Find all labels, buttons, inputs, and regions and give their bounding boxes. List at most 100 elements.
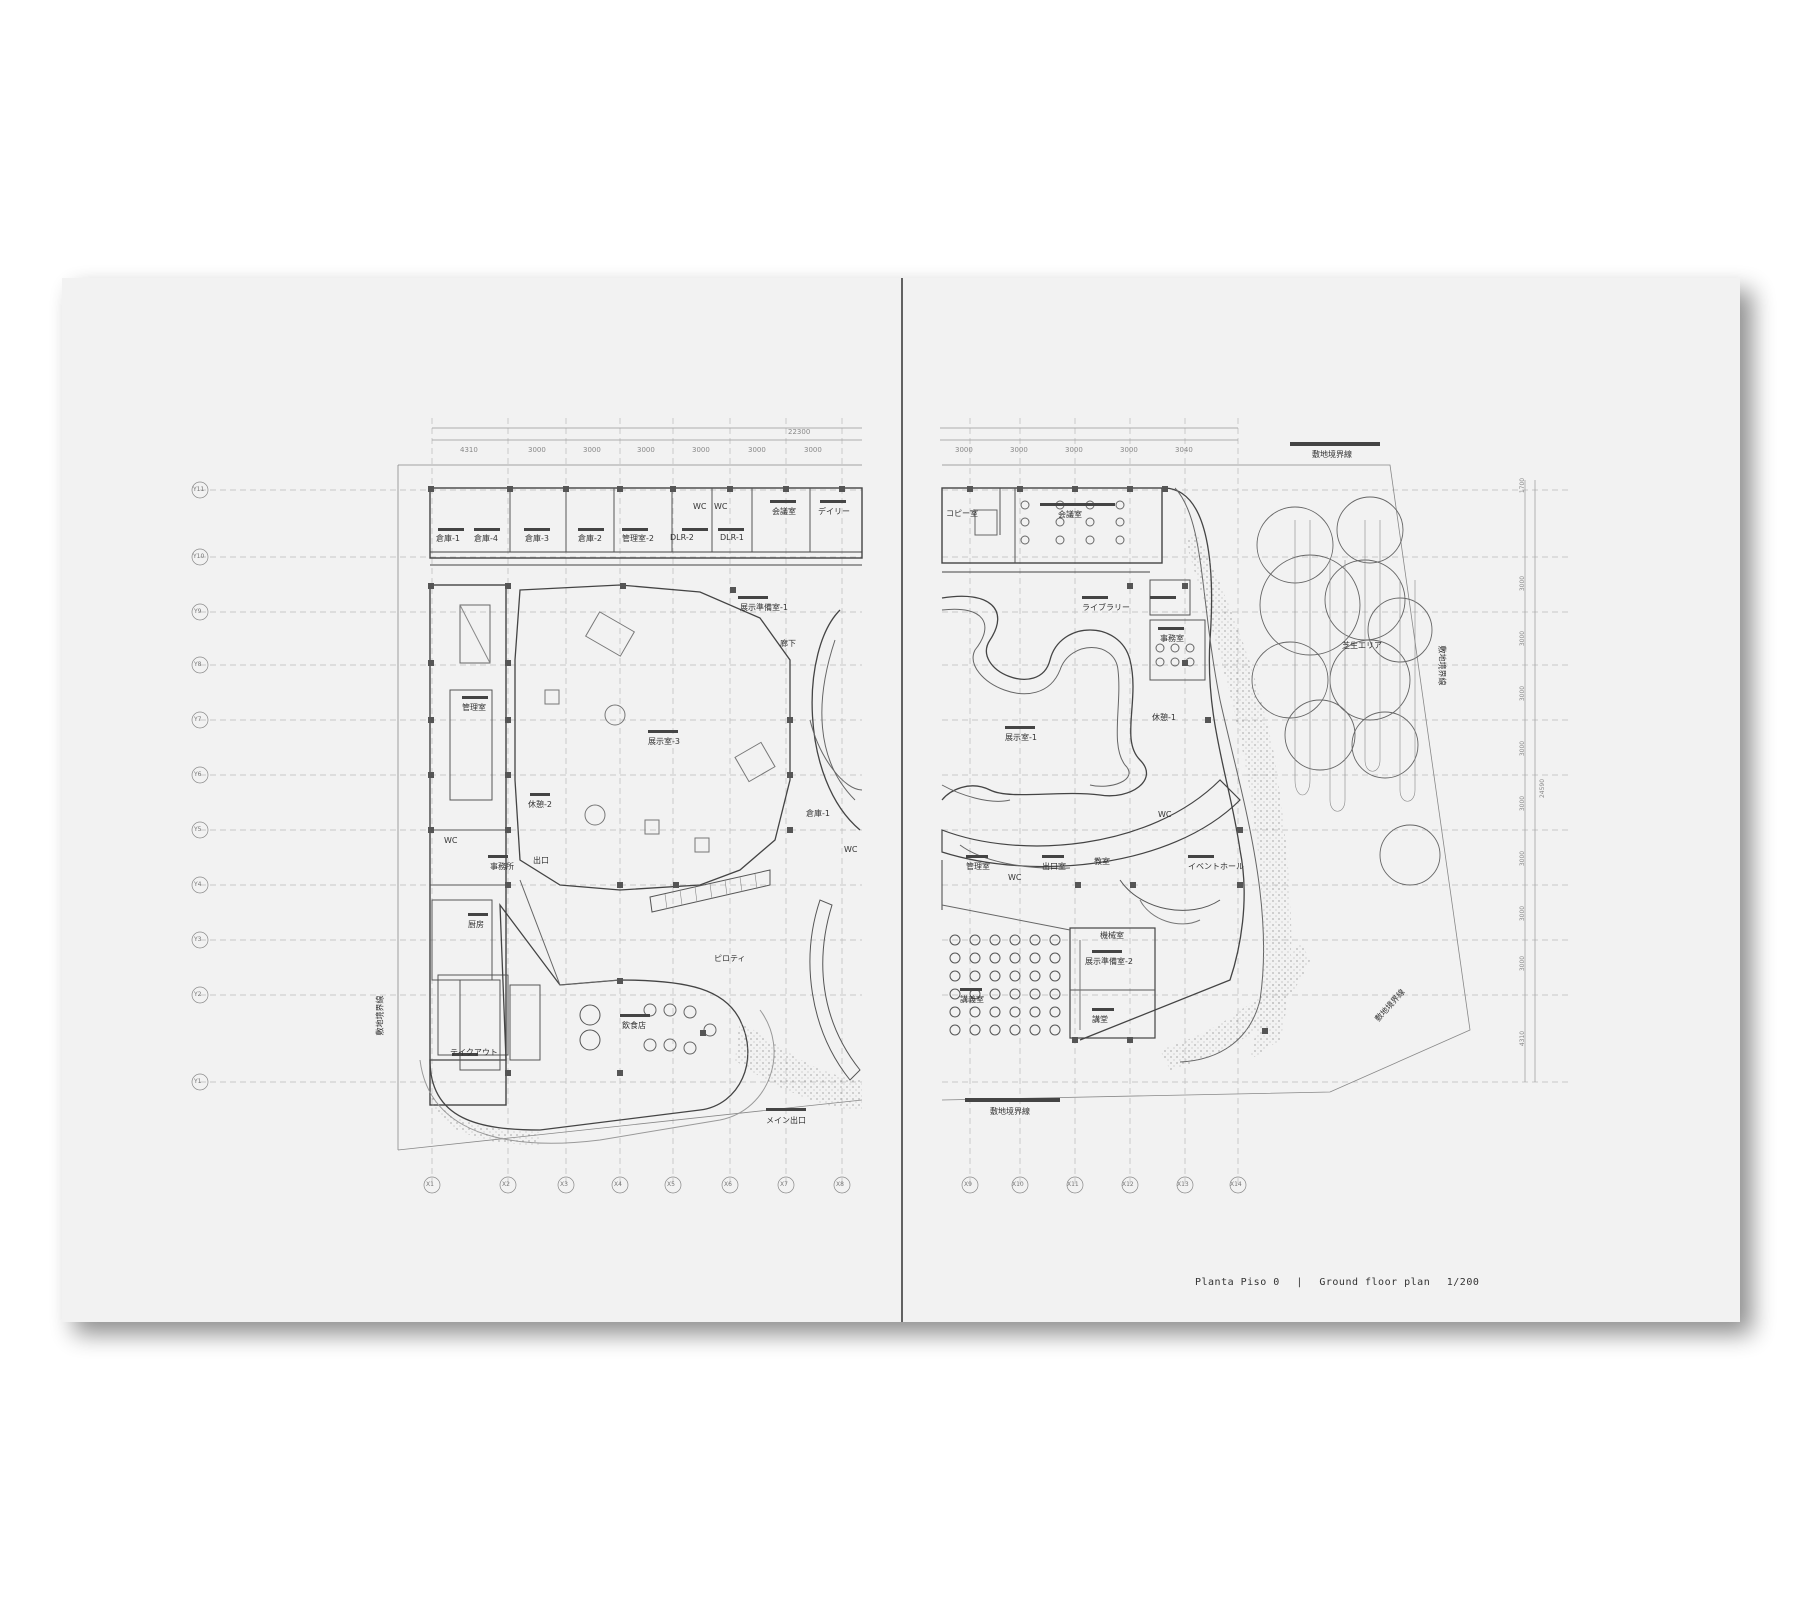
row-axis-label: Y2 bbox=[194, 991, 202, 998]
col-axis-label: X5 bbox=[667, 1181, 675, 1188]
right-col-axis-bubbles bbox=[961, 1176, 1247, 1194]
left-plan bbox=[191, 418, 863, 1194]
dim-label: 3000 bbox=[1519, 905, 1527, 922]
lecture-seats bbox=[949, 934, 1061, 1036]
boundary-label: 敷地境界線 bbox=[375, 995, 385, 1036]
room-label: DLR-2 bbox=[670, 533, 694, 542]
room-label: 展示準備室-2 bbox=[1085, 957, 1133, 966]
col-axis-label: X3 bbox=[560, 1181, 568, 1188]
room-label: 倉庫-1 bbox=[436, 534, 460, 543]
room-label: 飲食店 bbox=[622, 1021, 646, 1030]
room-label: ライブラリー bbox=[1082, 603, 1130, 612]
dim-total: 22300 bbox=[788, 428, 811, 436]
plan-caption: Planta Piso 0 | Ground floor plan 1/200 bbox=[1195, 1277, 1489, 1288]
room-label: デイリー bbox=[818, 507, 850, 516]
row-axis-label: Y7 bbox=[194, 716, 202, 723]
room-label: 管理室 bbox=[462, 703, 486, 712]
right-plan bbox=[940, 418, 1570, 1194]
room-label: 事務室 bbox=[1160, 634, 1184, 643]
room-label: WC bbox=[714, 502, 728, 511]
room-label: DLR-1 bbox=[720, 533, 744, 542]
pages bbox=[62, 278, 1740, 1322]
dim-label: 3000 bbox=[1519, 575, 1527, 592]
col-axis-label: X10 bbox=[1012, 1181, 1024, 1188]
caption-spanish: Planta Piso 0 bbox=[1195, 1277, 1280, 1288]
dim-label: 3000 bbox=[528, 446, 546, 454]
room-label: 講義室 bbox=[960, 995, 984, 1004]
col-axis-label: X4 bbox=[614, 1181, 622, 1188]
row-axis-label: Y11 bbox=[193, 486, 205, 493]
boundary-label: 敷地境界線 bbox=[1312, 450, 1352, 459]
room-label: 展示室-3 bbox=[648, 737, 680, 746]
row-axis-label: Y6 bbox=[194, 771, 202, 778]
col-axis-label: X6 bbox=[724, 1181, 732, 1188]
room-label: 厨房 bbox=[468, 920, 484, 929]
left-row-axis-bubbles bbox=[191, 481, 209, 1091]
row-axis-label: Y8 bbox=[194, 661, 202, 668]
caption-english: Ground floor plan bbox=[1319, 1277, 1431, 1288]
left-columns bbox=[428, 486, 845, 1076]
left-grid-cols bbox=[431, 418, 843, 1185]
dim-label: 4310 bbox=[1519, 1030, 1527, 1047]
dim-label: 4310 bbox=[460, 446, 478, 454]
dim-label: 1700 bbox=[1519, 477, 1527, 494]
left-grid-rows bbox=[200, 489, 862, 1083]
dim-label: 3000 bbox=[1010, 446, 1028, 454]
room-label: WC bbox=[693, 502, 707, 511]
room-label: 教室 bbox=[1094, 857, 1110, 866]
room-label: 管理室 bbox=[966, 862, 990, 871]
room-label: WC bbox=[1008, 873, 1022, 882]
dim-label: 3000 bbox=[692, 446, 710, 454]
left-col-axis-bubbles bbox=[423, 1176, 851, 1194]
col-axis-label: X8 bbox=[836, 1181, 844, 1188]
room-label: 機械室 bbox=[1100, 931, 1124, 940]
row-axis-label: Y4 bbox=[194, 881, 202, 888]
room-label: WC bbox=[844, 845, 858, 854]
room-label: テイクアウト bbox=[450, 1048, 498, 1057]
dim-label: 3000 bbox=[1519, 955, 1527, 972]
room-label: 休憩-2 bbox=[528, 800, 552, 809]
right-label-bars bbox=[960, 442, 1380, 1102]
dim-label: 3000 bbox=[955, 446, 973, 454]
boundary-label: 敷地境界線 bbox=[1437, 645, 1447, 686]
room-label: 会議室 bbox=[772, 507, 796, 516]
col-axis-label: X7 bbox=[780, 1181, 788, 1188]
left-label-bars bbox=[438, 500, 846, 1111]
room-label: 出口室 bbox=[1042, 862, 1066, 871]
room-label: ピロティ bbox=[714, 954, 746, 963]
row-axis-label: Y5 bbox=[194, 826, 202, 833]
row-axis-label: Y3 bbox=[194, 936, 202, 943]
room-label: 休憩-1 bbox=[1152, 713, 1176, 722]
room-label: 出口 bbox=[533, 856, 549, 865]
row-axis-label: Y1 bbox=[194, 1078, 202, 1085]
room-label: 廊下 bbox=[780, 639, 796, 648]
room-label: 芝生エリア bbox=[1342, 641, 1382, 650]
dim-label: 3000 bbox=[748, 446, 766, 454]
col-axis-label: X11 bbox=[1067, 1181, 1079, 1188]
dim-label: 3000 bbox=[1519, 630, 1527, 647]
col-axis-label: X12 bbox=[1122, 1181, 1134, 1188]
caption-scale: 1/200 bbox=[1446, 1277, 1480, 1288]
dim-label: 3000 bbox=[1120, 446, 1138, 454]
row-axis-label: Y9 bbox=[194, 608, 202, 615]
room-label: メイン出口 bbox=[766, 1116, 806, 1125]
caption-separator: | bbox=[1296, 1277, 1303, 1288]
dim-label: 3000 bbox=[1519, 850, 1527, 867]
dim-label: 3000 bbox=[583, 446, 601, 454]
boundary-label: 敷地境界線 bbox=[990, 1107, 1030, 1116]
room-label: 展示準備室-1 bbox=[740, 603, 788, 612]
room-label: WC bbox=[1158, 810, 1172, 819]
col-axis-label: X2 bbox=[502, 1181, 510, 1188]
room-label: WC bbox=[444, 836, 458, 845]
dim-label: 3000 bbox=[1065, 446, 1083, 454]
col-axis-label: X9 bbox=[964, 1181, 972, 1188]
dim-label: 3000 bbox=[1519, 795, 1527, 812]
col-axis-label: X14 bbox=[1230, 1181, 1242, 1188]
dim-label: 3000 bbox=[804, 446, 822, 454]
dim-label: 3040 bbox=[1175, 446, 1193, 454]
room-label: 講堂 bbox=[1092, 1015, 1108, 1024]
col-axis-label: X13 bbox=[1177, 1181, 1189, 1188]
room-label: 会議室 bbox=[1058, 510, 1082, 519]
room-label: 倉庫-2 bbox=[578, 534, 602, 543]
